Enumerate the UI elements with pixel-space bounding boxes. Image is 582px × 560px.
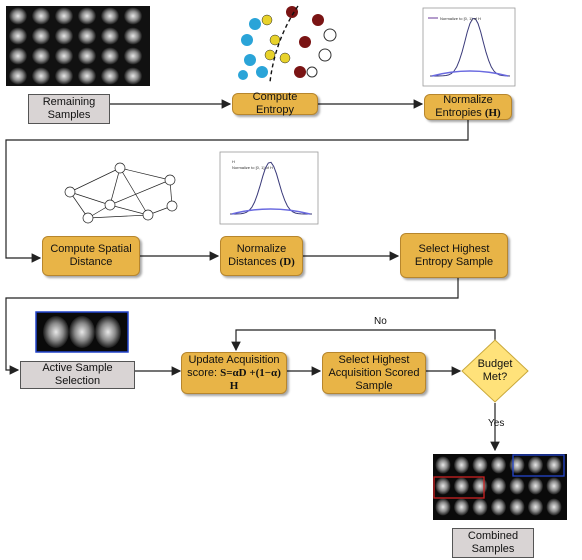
active-sample-selection-box: Active Sample Selection: [20, 361, 135, 389]
arrow-select-to-active: [5, 278, 459, 375]
distance-plot-icon: H Normalize to [0, 1] of H: [219, 151, 319, 225]
normalize-entropies-line1: Normalize: [443, 94, 493, 106]
remaining-samples-box: Remaining Samples: [28, 94, 110, 124]
compute-spatial-line1: Compute Spatial: [50, 243, 132, 255]
budget-line2: Met?: [482, 371, 508, 383]
combined-mri-grid-icon: [433, 454, 567, 520]
normalize-entropies-line2: Entropies: [435, 107, 482, 119]
select-highest-acq-line3: Sample: [355, 379, 393, 392]
budget-line1: Budget: [477, 358, 513, 370]
mri-strip-icon: [35, 311, 129, 353]
budget-met-label: Budget Met?: [466, 357, 524, 385]
compute-spatial-line2: Distance: [69, 256, 113, 268]
distance-plot-legend-norm: Normalize to [0, 1] of H: [232, 165, 273, 170]
arrow-normalize-to-spatial: [5, 120, 469, 263]
select-highest-acq-line1: Select Highest: [338, 353, 410, 366]
update-acq-line1: Update Acquisition: [188, 353, 280, 366]
combined-line1: Combined: [467, 530, 519, 542]
combined-line2: Samples: [471, 543, 515, 555]
normalize-entropies-box: Normalize Entropies (H): [424, 94, 512, 120]
select-highest-acquisition-box: Select Highest Acquisition Scored Sample: [322, 352, 426, 394]
compute-entropy-label: Compute Entropy: [252, 91, 298, 116]
distance-symbol: (D): [279, 256, 295, 268]
budget-diamond: [461, 339, 529, 403]
edge-label-no: No: [374, 316, 387, 327]
entropy-plot-icon: Normalize to [0, 1] of H: [422, 7, 516, 87]
select-highest-entropy-line2: Entropy Sample: [414, 255, 494, 268]
distance-graph-icon: [64, 162, 178, 224]
compute-entropy-box: Compute Entropy: [232, 91, 318, 116]
active-sample-line1: Active Sample: [42, 362, 113, 374]
normalize-distances-line1: Normalize: [236, 243, 287, 255]
connectors: [5, 99, 500, 452]
update-acquisition-box: Update Acquisition score: S=αD +(1−α) H: [181, 352, 287, 394]
edge-label-yes: Yes: [488, 418, 505, 429]
entropy-symbol: (H): [484, 107, 501, 119]
cluster-scatter-icon: [238, 5, 338, 83]
distance-plot-legend-h: H: [232, 159, 235, 164]
arrow-budget-no-loop: [231, 329, 496, 352]
normalize-distances-box: Normalize Distances (D): [220, 236, 303, 276]
update-acq-line2: score:: [187, 366, 221, 379]
brain-mri-grid-icon: [6, 6, 150, 86]
remaining-samples-label: Remaining Samples: [42, 96, 96, 121]
acquisition-formula: S=αD +(1−α) H: [220, 366, 281, 392]
select-highest-entropy-line1: Select Highest: [418, 242, 490, 255]
select-highest-acq-line2: Acquisition Scored: [328, 366, 420, 379]
compute-spatial-distance-box: Compute Spatial Distance: [42, 236, 140, 276]
normalize-distances-line2: Distances: [228, 256, 277, 268]
select-highest-entropy-box: Select Highest Entropy Sample: [400, 233, 508, 278]
active-sample-line2: Selection: [54, 375, 101, 387]
combined-samples-box: Combined Samples: [452, 528, 534, 558]
entropy-plot-legend: Normalize to [0, 1] of H: [440, 16, 481, 21]
